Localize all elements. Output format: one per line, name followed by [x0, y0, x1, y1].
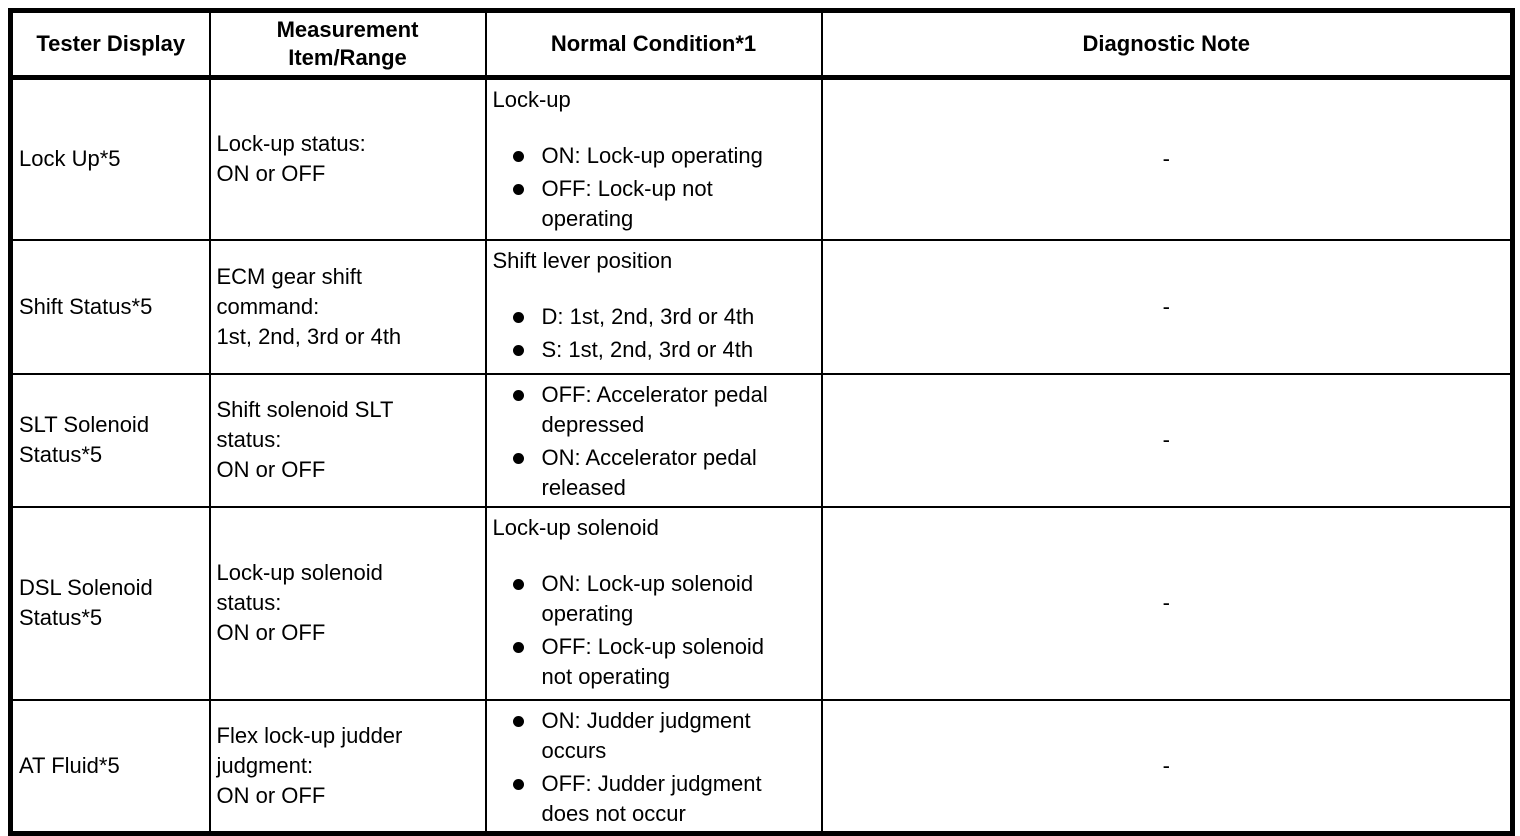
bullet-icon	[512, 389, 524, 401]
tester-display-cell: DSL Solenoid Status*5	[9, 505, 211, 701]
bullet-item: OFF: Lock-up solenoid not operating	[493, 632, 815, 692]
table-row: DSL Solenoid Status*5 Lock-up solenoid s…	[9, 505, 1514, 701]
normal-condition-cell: OFF: Accelerator pedal depressed ON: Acc…	[484, 372, 823, 508]
table-row: SLT Solenoid Status*5 Shift solenoid SLT…	[9, 372, 1514, 508]
normal-condition-cell: Lock-up solenoid ON: Lock-up solenoid op…	[484, 505, 823, 701]
diagnostic-note-cell: -	[820, 238, 1514, 375]
diagnostic-note-cell: -	[820, 698, 1514, 834]
normal-condition-cell: Lock-up ON: Lock-up operating OFF: Lock-…	[484, 76, 823, 241]
normal-condition-cell: Shift lever position D: 1st, 2nd, 3rd or…	[484, 238, 823, 375]
normal-condition-cell: ON: Judder judgment occurs OFF: Judder j…	[484, 698, 823, 834]
header-diagnostic-note: Diagnostic Note	[820, 9, 1514, 80]
measurement-cell: Lock-up solenoid status: ON or OFF	[208, 505, 487, 701]
bullet-icon	[512, 578, 524, 590]
diagnostic-note-cell: -	[820, 372, 1514, 508]
measurement-cell: Flex lock-up judder judgment: ON or OFF	[208, 698, 487, 834]
bullet-text: OFF: Lock-up solenoid not operating	[541, 633, 765, 689]
bullet-icon	[512, 151, 524, 162]
bullet-icon	[512, 778, 524, 790]
bullet-item: S: 1st, 2nd, 3rd or 4th	[493, 335, 815, 365]
diagnostic-note-cell: -	[820, 76, 1514, 241]
bullet-text: S: 1st, 2nd, 3rd or 4th	[541, 336, 754, 362]
bullet-item: ON: Lock-up operating	[493, 141, 815, 171]
bullet-text: ON: Lock-up solenoid operating	[541, 570, 754, 626]
bullet-item: OFF: Lock-up not operating	[493, 174, 815, 234]
normal-condition-intro: Shift lever position	[492, 247, 673, 273]
bullet-item: D: 1st, 2nd, 3rd or 4th	[493, 302, 815, 332]
table-row: AT Fluid*5 Flex lock-up judder judgment:…	[9, 698, 1514, 834]
measurement-cell: ECM gear shift command: 1st, 2nd, 3rd or…	[208, 238, 487, 375]
bullet-item: OFF: Accelerator pedal depressed	[493, 380, 815, 440]
header-normal-condition: Normal Condition*1	[484, 9, 823, 80]
bullet-text: OFF: Accelerator pedal depressed	[541, 381, 768, 437]
header-row: Tester Display Measurement Item/Range No…	[9, 9, 1514, 80]
bullet-icon	[512, 311, 524, 323]
bullet-icon	[512, 452, 524, 464]
normal-condition-intro: Lock-up solenoid	[492, 514, 659, 540]
bullet-item: ON: Judder judgment occurs	[493, 706, 815, 766]
tester-display-cell: Shift Status*5	[9, 238, 211, 375]
table-row: Shift Status*5 ECM gear shift command: 1…	[9, 238, 1514, 375]
tester-data-table: Tester Display Measurement Item/Range No…	[8, 8, 1515, 836]
diagnostic-note-cell: -	[820, 505, 1514, 701]
header-tester-display: Tester Display	[9, 9, 211, 80]
measurement-cell: Lock-up status: ON or OFF	[208, 76, 487, 241]
bullet-text: ON: Lock-up operating	[541, 143, 763, 168]
bullet-icon	[512, 184, 524, 195]
tester-display-cell: Lock Up*5	[9, 76, 211, 241]
tester-display-cell: SLT Solenoid Status*5	[9, 372, 211, 508]
bullet-icon	[512, 715, 524, 727]
bullet-text: ON: Accelerator pedal released	[541, 444, 757, 500]
bullet-item: ON: Accelerator pedal released	[493, 443, 815, 503]
bullet-item: OFF: Judder judgment does not occur	[493, 769, 815, 829]
bullet-text: ON: Judder judgment occurs	[541, 707, 751, 763]
header-measurement-item-range: Measurement Item/Range	[208, 9, 487, 80]
bullet-text: D: 1st, 2nd, 3rd or 4th	[541, 303, 755, 329]
bullet-icon	[512, 344, 524, 356]
bullet-icon	[512, 641, 524, 653]
measurement-cell: Shift solenoid SLT status: ON or OFF	[208, 372, 487, 508]
bullet-text: OFF: Judder judgment does not occur	[541, 770, 762, 826]
normal-condition-intro: Lock-up	[492, 87, 571, 112]
table-row: Lock Up*5 Lock-up status: ON or OFF Lock…	[9, 76, 1514, 241]
bullet-item: ON: Lock-up solenoid operating	[493, 569, 815, 629]
bullet-text: OFF: Lock-up not operating	[541, 176, 713, 231]
tester-display-cell: AT Fluid*5	[9, 698, 211, 834]
